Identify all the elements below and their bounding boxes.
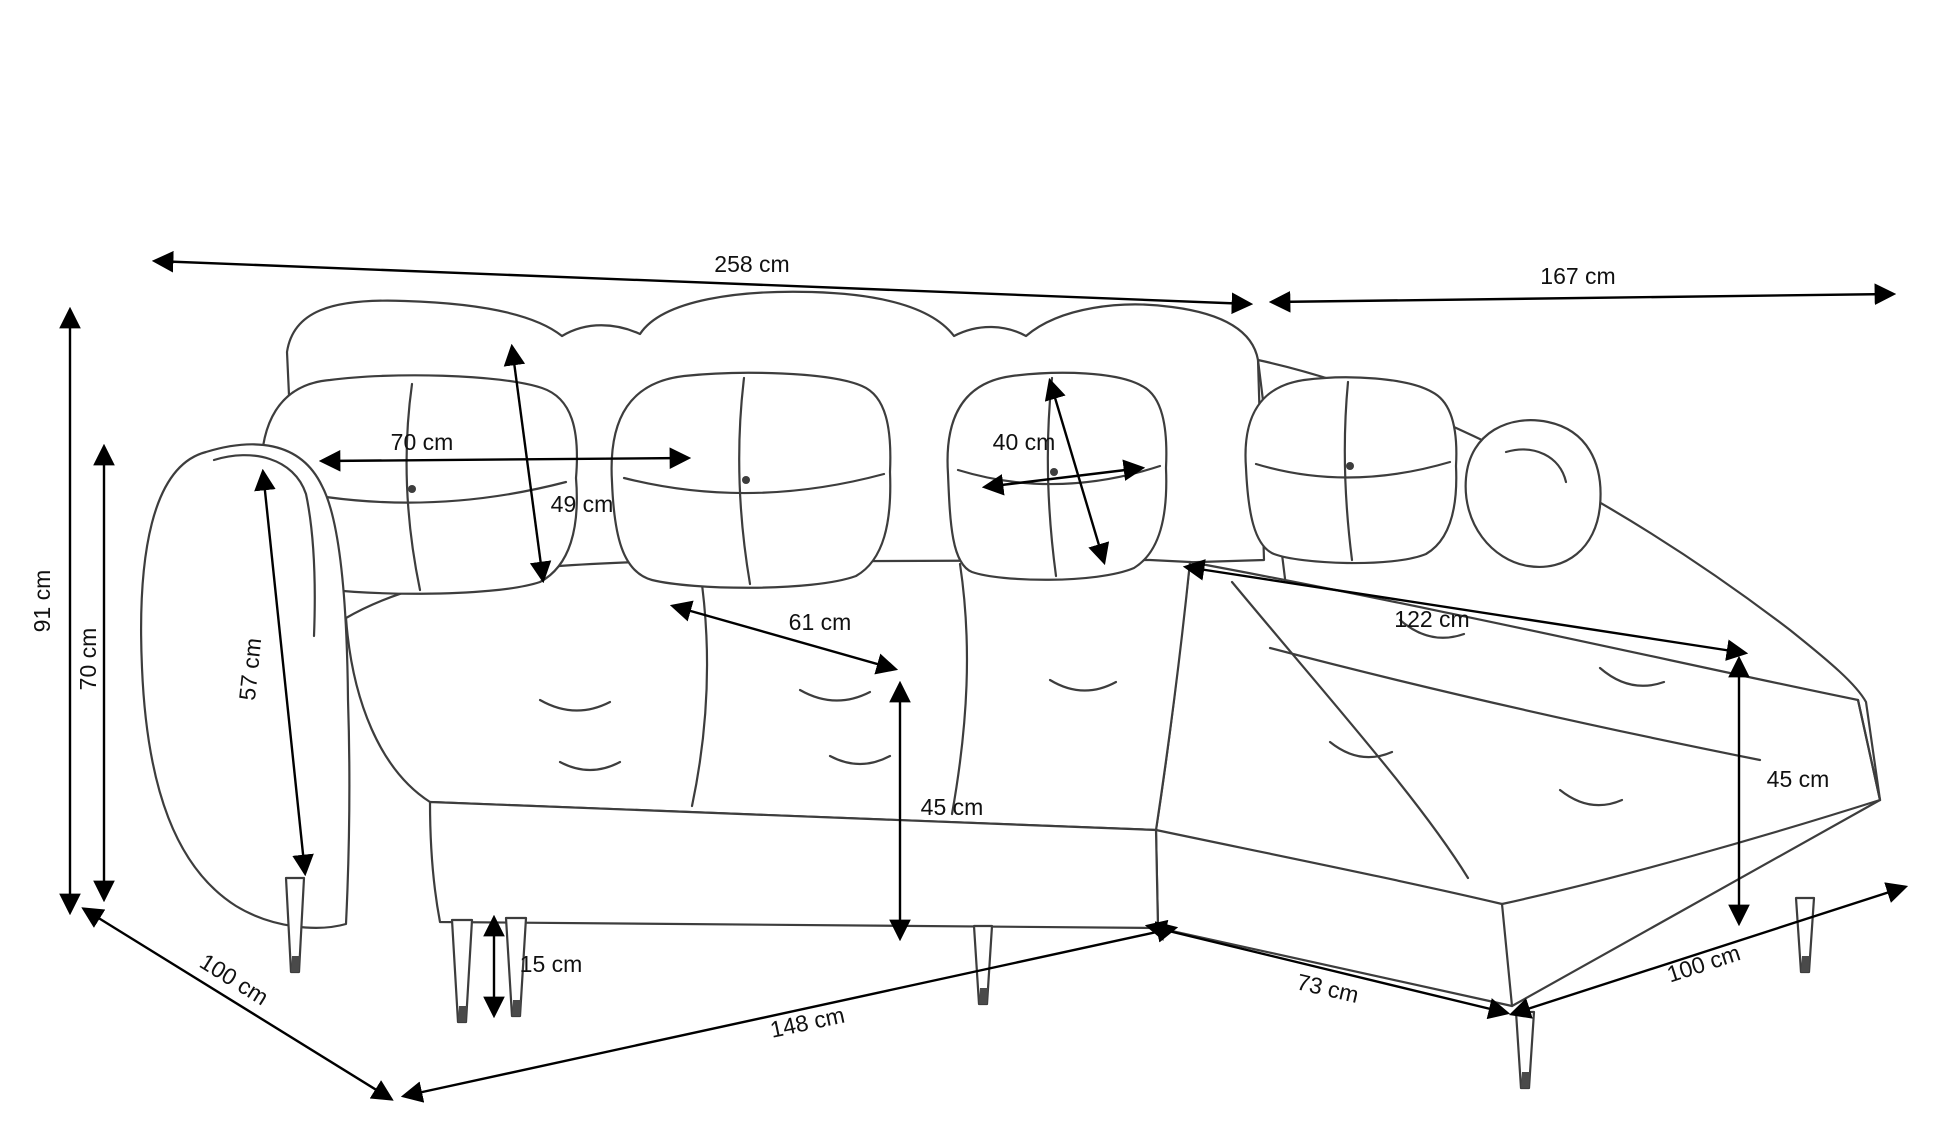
dim-total-height-label: 91 cm (29, 570, 55, 633)
dim-leg-height-label: 15 cm (520, 951, 583, 977)
dim-back-cushion-height-label: 49 cm (551, 491, 614, 517)
dim-armrest-height-arrow (254, 468, 314, 877)
dim-pillow-height-arrow (1044, 377, 1110, 566)
dim-chaise-length-top-label: 167 cm (1540, 263, 1615, 289)
back-pillow (1244, 376, 1458, 565)
dim-depth-left-arrow (81, 907, 394, 1101)
dim-seat-depth-arrow (669, 600, 899, 675)
chaise-tuft (1328, 740, 1394, 759)
dim-pillow-width-label: 40 cm (993, 429, 1056, 455)
pillow-button (1050, 468, 1058, 476)
dim-chaise-length-top-arrow (1268, 283, 1897, 313)
pillow-seam (1254, 460, 1452, 479)
dim-corner-side-width-arrow (1144, 919, 1511, 1020)
sofa-chaise-right-edge (1856, 698, 1882, 802)
dim-seat-height-chaise-label: 45 cm (1767, 766, 1830, 792)
dim-total-width-label: 258 cm (714, 251, 789, 277)
dim-back-cushion-width-label: 70 cm (391, 429, 454, 455)
pillow-seam (738, 376, 752, 586)
chaise-seam (1268, 646, 1762, 762)
seat-tuft (558, 760, 622, 772)
seat-seam (690, 568, 709, 808)
dim-seat-height-front-label: 45 cm (921, 794, 984, 820)
pillow-button (1346, 462, 1354, 470)
pillow-seam (1343, 380, 1354, 562)
dim-chaise-seat-length-label: 122 cm (1394, 606, 1469, 632)
seat-tuft (828, 754, 892, 766)
chaise-tuft (1558, 788, 1624, 807)
seat-tuft (798, 688, 872, 702)
back-pillow (610, 371, 892, 589)
dim-arm-height-label: 70 cm (75, 628, 101, 691)
dim-back-cushion-height-arrow (503, 343, 552, 584)
dim-front-width-arrow (400, 921, 1179, 1103)
chaise-tuft (1598, 666, 1666, 687)
bolster-cushion (1464, 419, 1602, 568)
seat-tuft (1048, 678, 1118, 692)
seat-tuft (538, 698, 612, 712)
dim-total-width-arrow (151, 250, 1254, 315)
dimension-labels: 258 cm 167 cm 91 cm 70 cm 70 cm 49 cm 40… (29, 251, 1829, 1043)
pillow-seam (622, 472, 886, 495)
sofa-illustration (139, 290, 1882, 1090)
bolster-curl (1504, 448, 1568, 484)
dimension-annotations (59, 250, 1909, 1103)
dim-chaise-front-width-label: 100 cm (1664, 939, 1744, 987)
dim-chaise-front-width-arrow (1508, 882, 1909, 1019)
pillow-button (408, 485, 416, 493)
pillow-seam (405, 382, 422, 592)
seat-seam (950, 562, 969, 816)
pillow-button (742, 476, 750, 484)
dim-chaise-seat-length-arrow (1182, 559, 1749, 661)
dim-seat-depth-label: 61 cm (789, 609, 852, 635)
sofa-seat (344, 558, 1192, 832)
sofa-chaise-corner-edge (1154, 828, 1504, 906)
